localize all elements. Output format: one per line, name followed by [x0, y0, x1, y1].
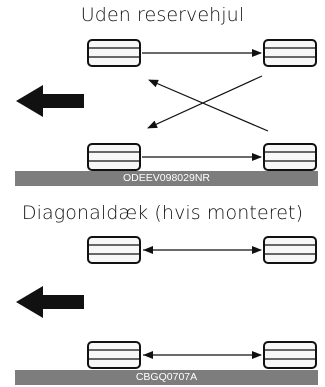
tire-front-right-icon [263, 39, 317, 67]
figure-code-bar: ODEEV098029NR [15, 171, 318, 186]
arrow-front-right-to-rear-left [147, 75, 263, 129]
driving-direction-arrow-icon [16, 85, 84, 117]
figure-code: CBGQ0707A [135, 371, 198, 383]
tire-rear-right-icon [263, 143, 317, 171]
arrow-rear-right-to-front-left [148, 79, 269, 132]
driving-direction-arrow-icon [16, 286, 84, 318]
tire-rear-right-icon [263, 341, 317, 369]
tire-rear-left-icon [87, 143, 141, 171]
figure-code: ODEEV098029NR [123, 172, 210, 184]
section-title-diagonal-tires: Diagonaldæk (hvis monteret) [21, 202, 304, 224]
tire-front-left-icon [87, 236, 141, 264]
tire-rear-left-icon [87, 341, 141, 369]
tire-front-right-icon [263, 236, 317, 264]
tire-front-left-icon [87, 39, 141, 67]
section-title-without-spare: Uden reservehjul [80, 4, 245, 26]
figure-code-bar: CBGQ0707A [15, 370, 318, 385]
